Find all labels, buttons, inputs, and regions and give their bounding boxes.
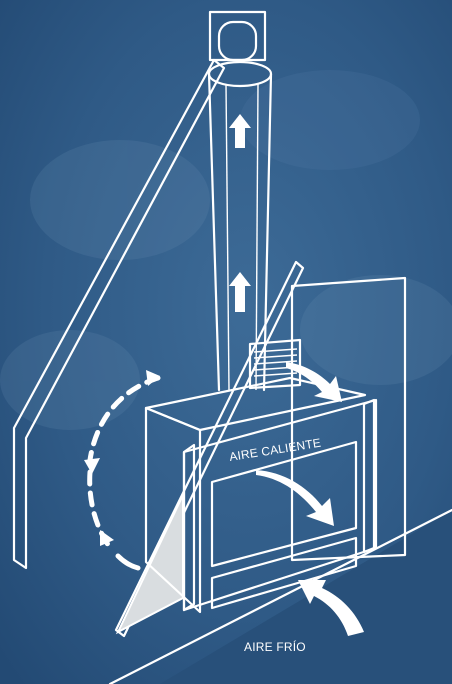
cold-air-label: AIRE FRÍO (244, 639, 306, 654)
